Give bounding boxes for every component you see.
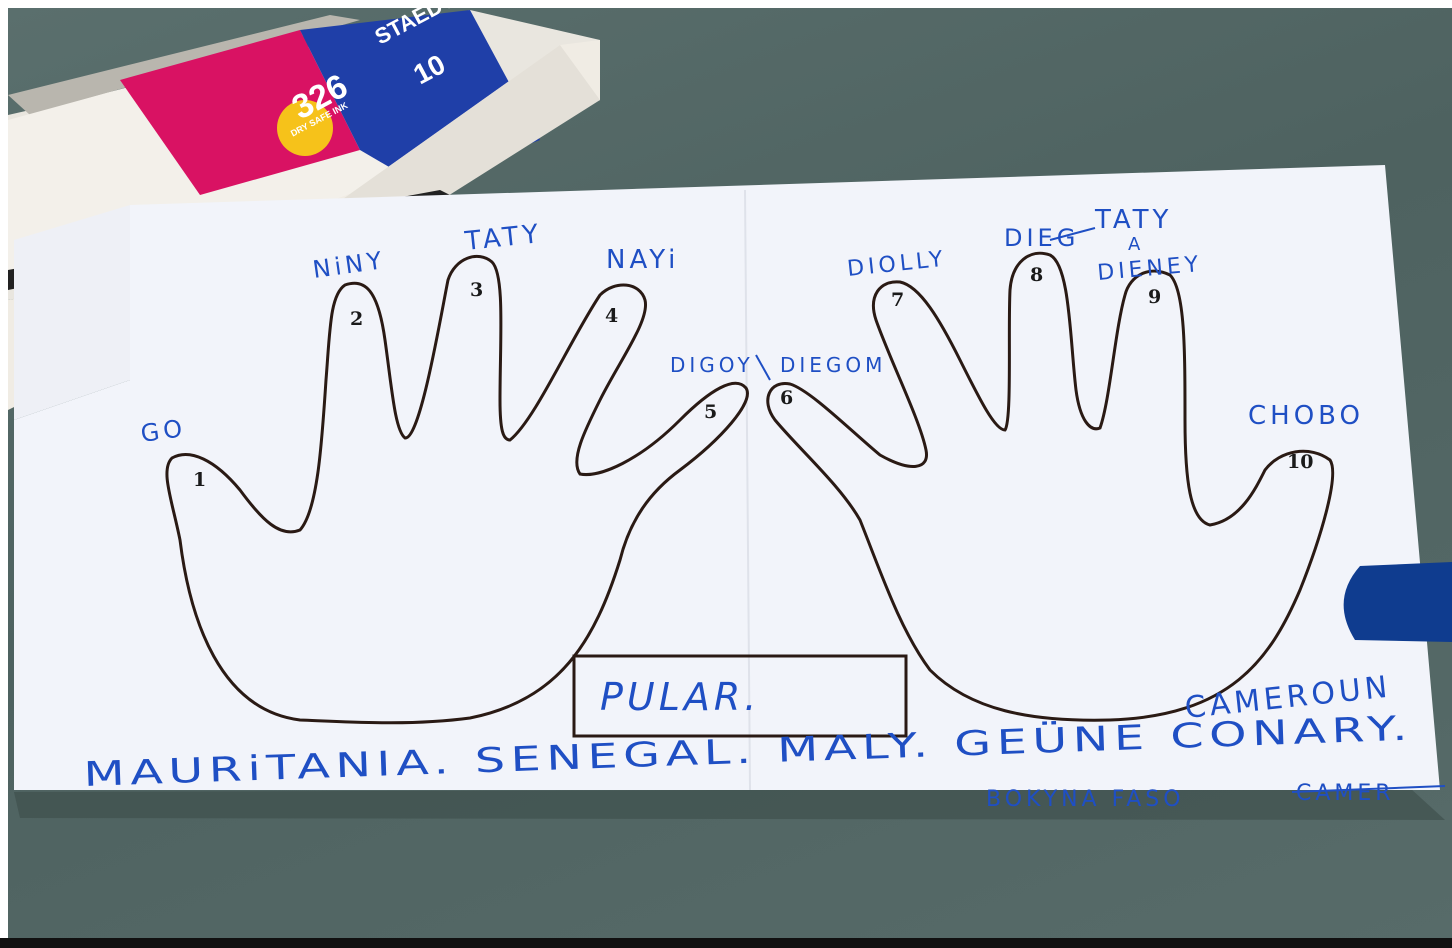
finger-number-4: 4	[605, 305, 618, 327]
finger-name-8-extra: A	[1128, 234, 1144, 255]
finger-name-8-crossed: DIEG	[1004, 224, 1079, 252]
language-label: PULAR.	[600, 675, 760, 719]
finger-name-5: DIGOY	[670, 353, 754, 377]
marker-cap	[1344, 562, 1452, 642]
finger-number-8: 8	[1030, 264, 1043, 286]
paper-shadow	[14, 788, 1445, 820]
finger-name-8: TATY	[1094, 205, 1172, 235]
finger-number-3: 3	[470, 279, 483, 301]
finger-number-7: 7	[891, 289, 904, 311]
finger-number-10: 10	[1287, 451, 1313, 473]
finger-name-6: DIEGOM	[780, 353, 886, 377]
finger-name-10: CHOBO	[1248, 401, 1364, 431]
finger-name-4: NAYi	[606, 245, 679, 275]
finger-number-2: 2	[350, 308, 363, 330]
finger-number-6: 6	[780, 387, 793, 409]
countries-line-2: BOKYNA FASO	[986, 787, 1185, 812]
finger-number-5: 5	[704, 401, 717, 423]
finger-number-9: 9	[1148, 286, 1161, 308]
finger-number-1: 1	[193, 469, 206, 491]
countries-line-2-crossed: CAMER	[1296, 781, 1395, 806]
